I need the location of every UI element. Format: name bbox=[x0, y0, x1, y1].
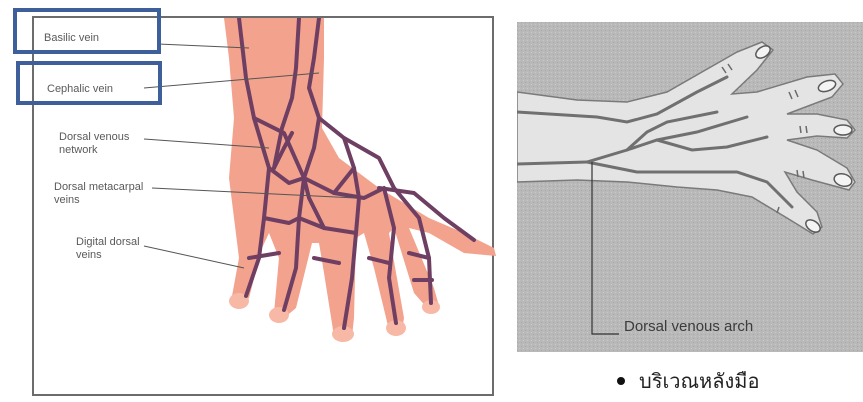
bullet-icon bbox=[617, 377, 625, 385]
caption-text: บริเวณหลังมือ bbox=[639, 365, 759, 397]
right-hand-photo: Dorsal venous arch bbox=[517, 22, 863, 352]
label-dorsal-venous-network: Dorsal venous network bbox=[59, 131, 129, 157]
highlight-box-cephalic bbox=[16, 61, 162, 105]
label-dorsal-metacarpal-veins: Dorsal metacarpal veins bbox=[54, 181, 143, 207]
highlight-box-basilic bbox=[13, 8, 161, 54]
hand-silhouette bbox=[224, 18, 496, 336]
caption: บริเวณหลังมือ bbox=[617, 365, 759, 397]
label-digital-dorsal-veins: Digital dorsal veins bbox=[76, 236, 140, 262]
label-dorsal-venous-arch: Dorsal venous arch bbox=[624, 318, 753, 335]
right-hand-illustration bbox=[517, 22, 863, 352]
